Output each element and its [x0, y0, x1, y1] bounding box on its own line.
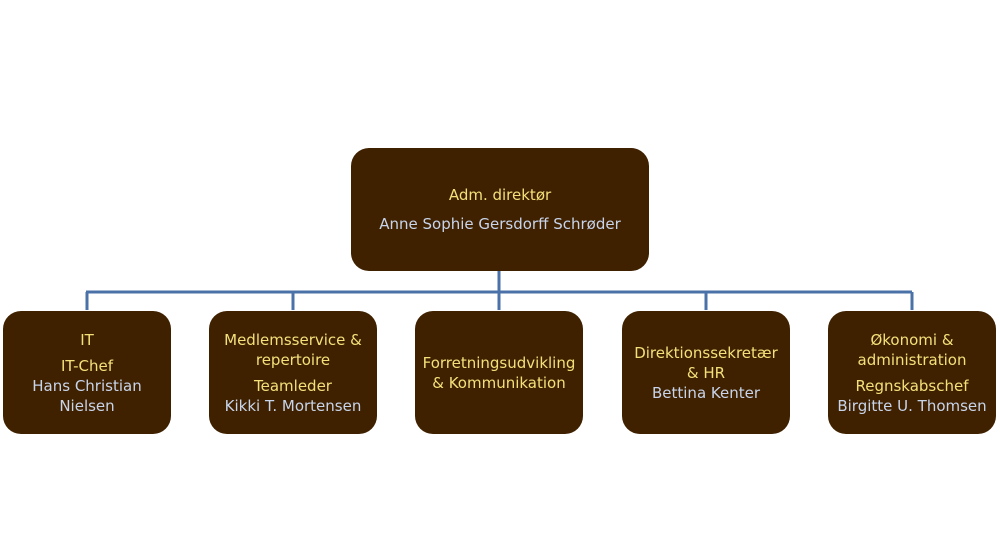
dept-label: IT: [80, 330, 94, 349]
root-name: Anne Sophie Gersdorff Schrøder: [379, 215, 621, 233]
node-it: IT IT-Chef Hans Christian Nielsen: [3, 311, 171, 434]
dept-label: Økonomi &: [870, 330, 954, 349]
role-label: Teamleder: [254, 376, 332, 395]
person-name: Nielsen: [59, 396, 115, 415]
dept-label: administration: [857, 350, 967, 369]
node-forretningsudvikling: Forretningsudvikling & Kommunikation: [415, 311, 583, 434]
dept-label: Forretningsudvikling: [422, 353, 576, 372]
dept-label: repertoire: [255, 350, 331, 369]
person-name: Birgitte U. Thomsen: [837, 396, 987, 415]
person-name: Bettina Kenter: [651, 383, 761, 402]
root-title: Adm. direktør: [448, 186, 552, 204]
node-medlemsservice: Medlemsservice & repertoire Teamleder Ki…: [209, 311, 377, 434]
role-label: Regnskabschef: [855, 376, 969, 395]
dept-label: & Kommunikation: [432, 373, 566, 392]
person-name: Hans Christian: [32, 376, 142, 395]
role-label: IT-Chef: [60, 356, 114, 375]
dept-label: Direktionssekretær: [634, 343, 778, 362]
node-direktionssekretaer: Direktionssekretær & HR Bettina Kenter: [622, 311, 790, 434]
node-oekonomi: Økonomi & administration Regnskabschef B…: [828, 311, 996, 434]
dept-label: & HR: [686, 363, 726, 382]
person-name: Kikki T. Mortensen: [224, 396, 362, 415]
node-adm-direktoer: Adm. direktør Anne Sophie Gersdorff Schr…: [351, 148, 649, 271]
dept-label: Medlemsservice &: [224, 330, 362, 349]
